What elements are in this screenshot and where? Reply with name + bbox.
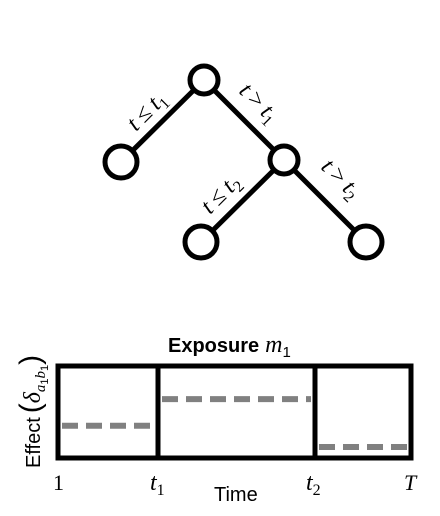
tree-nodes <box>102 63 385 261</box>
tree-edges <box>118 77 369 245</box>
right-leaf-node <box>347 223 385 261</box>
tick-label-t1: t1 <box>150 470 165 499</box>
effect-panel-border <box>55 363 414 461</box>
branch-label-root-left: t≤t1 <box>122 86 174 138</box>
tick-label-end: T <box>404 470 418 495</box>
middle-leaf-node <box>182 223 220 261</box>
effect-panel <box>55 363 414 461</box>
branch-label-root-right: t>t1 <box>232 78 284 130</box>
tick-label-t2: t2 <box>306 470 321 499</box>
edge-mid-right <box>281 157 369 245</box>
effect-segments <box>62 396 407 450</box>
edge-root-right <box>201 77 287 163</box>
split-node <box>267 143 301 177</box>
x-axis-label: Time <box>214 484 258 506</box>
tick-label-start: 1 <box>53 470 64 495</box>
root-node <box>187 63 221 97</box>
edge-root-left <box>118 77 207 165</box>
y-axis-label: Effect(δa1b1) <box>14 355 51 468</box>
edge-mid-left <box>198 157 287 245</box>
branch-label-mid-left: t≤t2 <box>196 169 248 221</box>
left-leaf-node <box>102 143 140 181</box>
